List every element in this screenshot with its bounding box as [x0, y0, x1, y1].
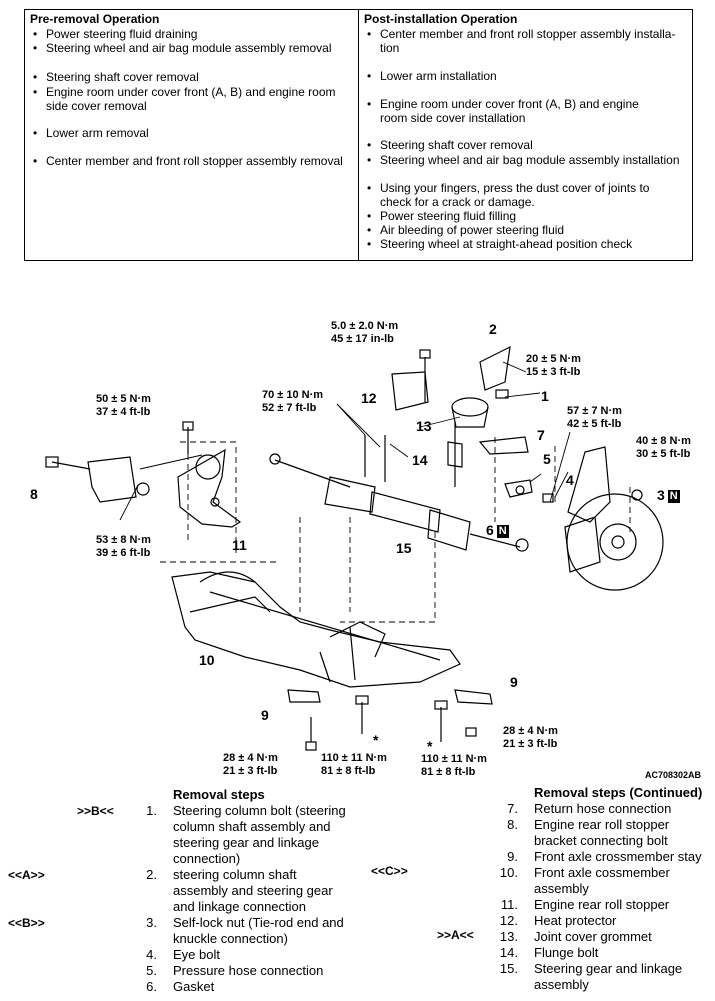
front-axle-crossmember-illustration [171, 571, 461, 688]
callout-2: 2 [489, 321, 497, 337]
post-item: •Steering wheel at straight-ahead positi… [367, 237, 633, 251]
callout-13: 13 [416, 418, 432, 434]
post-item: •Center member and front roll stopper as… [367, 27, 676, 55]
step-marker: <<C>> [371, 864, 408, 878]
post-item: •Engine room under cover front (A, B) an… [367, 97, 639, 125]
step-marker: <<A>> [8, 868, 45, 882]
pre-item: •Steering shaft cover removal [33, 70, 199, 84]
joint-cover-grommet-illustration [451, 397, 489, 428]
diagram-drawing [45, 345, 664, 751]
post-item: •Air bleeding of power steering fluid [367, 223, 565, 237]
operations-table: Pre-removal Operation •Power steering fl… [24, 9, 693, 261]
n-tag: N [667, 489, 680, 503]
figure-code: AC708302AB [645, 770, 702, 780]
removal-steps-continued-title: Removal steps (Continued) [534, 785, 703, 800]
removal-steps-title: Removal steps [173, 787, 265, 802]
heat-protector-illustration [391, 349, 431, 411]
post-installation-header: Post-installation Operation [364, 12, 518, 26]
callout-1: 1 [541, 388, 549, 404]
callout-5: 5 [543, 451, 551, 467]
engine-rear-roll-stopper-illustration [177, 421, 242, 528]
callout-10: 10 [199, 652, 215, 668]
callout-8: 8 [30, 486, 38, 502]
callout-15: 15 [396, 540, 412, 556]
post-item: •Lower arm installation [367, 69, 497, 83]
asterisk-mark: * [427, 738, 433, 754]
post-item: •Using your fingers, press the dust cove… [367, 181, 650, 209]
crossmember-bolts-illustration [305, 695, 477, 751]
crossmember-stay-right-illustration [454, 689, 493, 705]
callout-9-right: 9 [510, 674, 518, 690]
step-marker: >>A<< [437, 928, 474, 942]
post-item: •Power steering fluid filling [367, 209, 517, 223]
pre-item: •Center member and front roll stopper as… [33, 154, 343, 168]
pressure-hose-illustration [504, 479, 554, 503]
step-marker: >>B<< [77, 804, 114, 818]
callout-4: 4 [566, 472, 574, 488]
pre-item: •Steering wheel and air bag module assem… [33, 41, 332, 55]
post-item: •Steering shaft cover removal [367, 138, 533, 152]
callout-7: 7 [537, 427, 545, 443]
return-hose-illustration [478, 436, 529, 455]
steering-column-joint-illustration [479, 345, 511, 399]
callout-12: 12 [361, 390, 377, 406]
pre-item: •Engine room under cover front (A, B) an… [33, 85, 336, 113]
steering-gear-assembly-illustration [269, 422, 529, 552]
n-tag: N [496, 524, 509, 538]
post-item: •Steering wheel and air bag module assem… [367, 153, 680, 167]
pre-removal-header: Pre-removal Operation [30, 12, 160, 26]
knuckle-disc-illustration [564, 446, 664, 591]
crossmember-stay-left-illustration [287, 689, 321, 703]
roll-stopper-bracket-illustration [45, 456, 150, 503]
pre-removal-column: Pre-removal Operation •Power steering fl… [25, 10, 359, 260]
callout-9-left: 9 [261, 707, 269, 723]
asterisk-mark: * [373, 732, 379, 748]
pre-item: •Lower arm removal [33, 126, 149, 140]
post-installation-column: Post-installation Operation •Center memb… [359, 10, 692, 260]
pre-item: •Power steering fluid draining [33, 27, 198, 41]
callout-14: 14 [412, 452, 428, 468]
callout-11: 11 [232, 537, 247, 553]
step-marker: <<B>> [8, 916, 45, 930]
